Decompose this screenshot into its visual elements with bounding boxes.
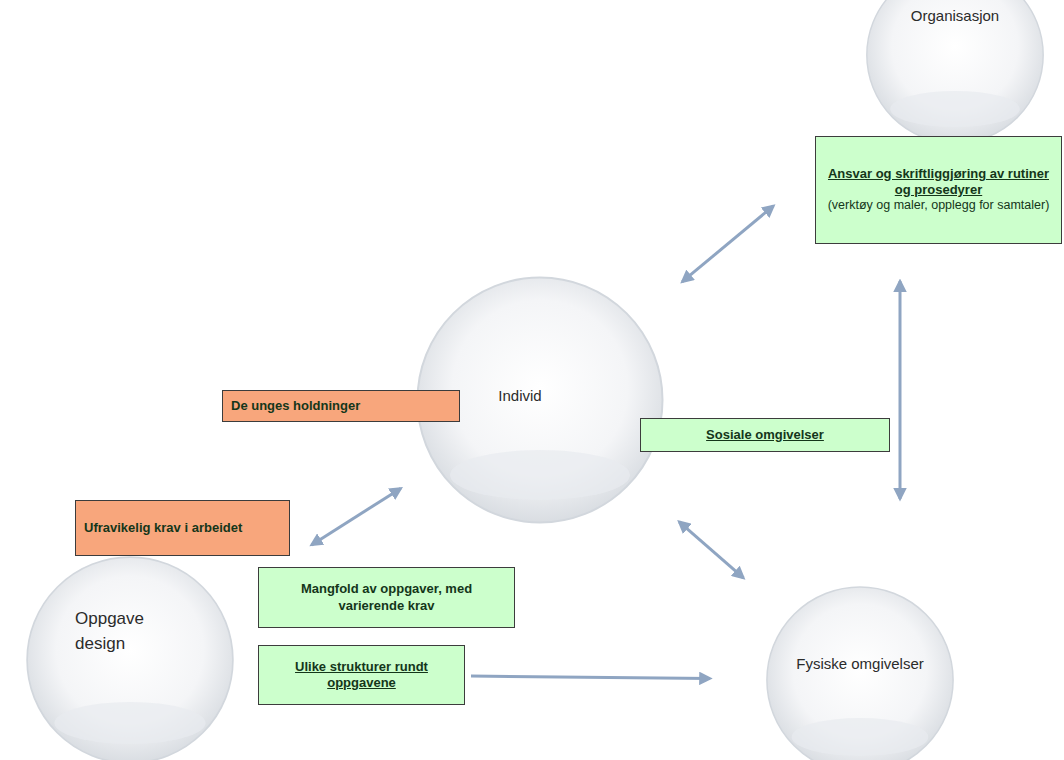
- box-label: Ulike strukturer rundt oppgavene: [289, 659, 434, 692]
- task-design-circle: Oppgave design: [25, 555, 235, 760]
- responsibility-box: Ansvar og skriftliggjøring av rutiner og…: [815, 136, 1062, 244]
- box-label: Ufravikelig krav i arbeidet: [84, 520, 249, 536]
- relation-arrow: [682, 206, 773, 282]
- relation-arrow: [679, 522, 743, 578]
- box-label: Mangfold av oppgaver, med varierende kra…: [295, 581, 478, 614]
- box-label: Ansvar og skriftliggjøring av rutiner og…: [824, 166, 1053, 199]
- relation-arrow: [312, 488, 401, 545]
- circle-label: Organisasjon: [865, 7, 1045, 24]
- task-variety-box: Mangfold av oppgaver, med varierende kra…: [258, 567, 515, 628]
- box-note: (verktøy og maler, opplegg for samtaler): [824, 198, 1053, 214]
- circle-outline: [765, 585, 955, 760]
- requirement-box: Ufravikelig krav i arbeidet: [75, 500, 290, 556]
- organisation-circle: Organisasjon: [865, 0, 1045, 145]
- relation-arrow: [899, 281, 902, 499]
- box-label: Sosiale omgivelser: [649, 427, 881, 443]
- circle-outline: [25, 555, 235, 760]
- relation-arrow: [471, 676, 710, 678]
- structure-box: Ulike strukturer rundt oppgavene: [258, 645, 465, 705]
- social-box: Sosiale omgivelser: [640, 418, 890, 452]
- attitude-box: De unges holdninger: [222, 390, 460, 422]
- circle-label: Oppgave design: [75, 607, 175, 656]
- circle-label: Fysiske omgivelser: [765, 655, 955, 672]
- physical-circle: Fysiske omgivelser: [765, 585, 955, 760]
- box-label: De unges holdninger: [231, 398, 451, 414]
